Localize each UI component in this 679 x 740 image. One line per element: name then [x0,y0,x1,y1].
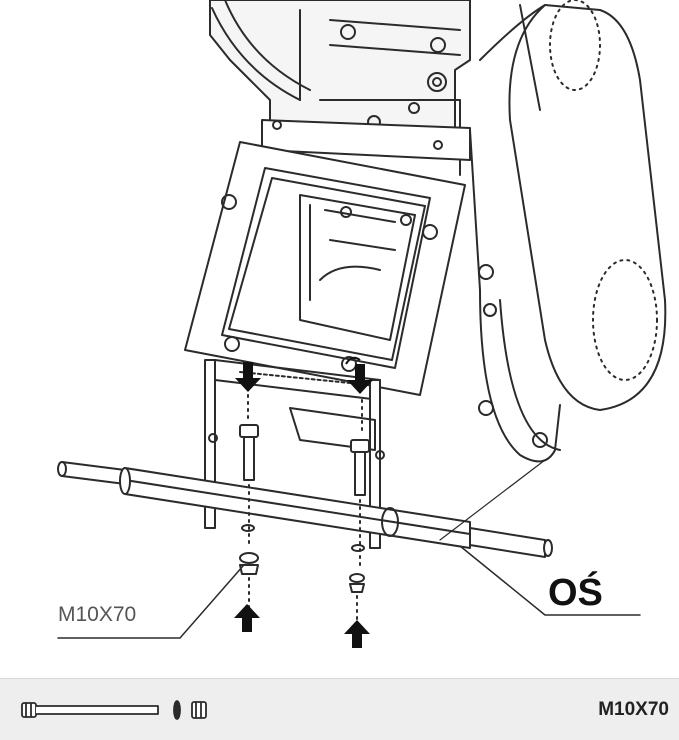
bolt-icon [21,702,159,718]
funnel-plate [184,141,466,396]
bolt-right [350,439,370,496]
nut-icon [191,701,207,719]
bolt-left [239,424,259,481]
arrow-up-left [234,604,260,632]
parts-list-bar: M10X70 [0,678,679,740]
side-arm [469,0,667,463]
arm-leader-line [439,459,546,541]
bolt-callout-label: M10X70 [58,603,137,626]
assembly-drawing [57,0,667,648]
washer-icon [173,700,181,720]
axle-callout-label: OŚ [548,572,603,614]
arrow-down-right [347,364,373,394]
washer-nut-left [239,524,259,575]
washer-nut-right [349,544,365,593]
rotate-arrow [345,356,361,365]
arrow-up-right [344,620,370,648]
bolt-leader-line [57,565,244,639]
axle-leader-line [459,545,641,616]
assembly-diagram: M10X70 OŚ [57,0,667,648]
bolt-size-label: M10X70 [598,699,669,720]
arrow-down-left [235,362,261,392]
motor-housing [209,0,471,131]
axle-shaft [57,461,553,558]
parts-icons [21,700,207,720]
